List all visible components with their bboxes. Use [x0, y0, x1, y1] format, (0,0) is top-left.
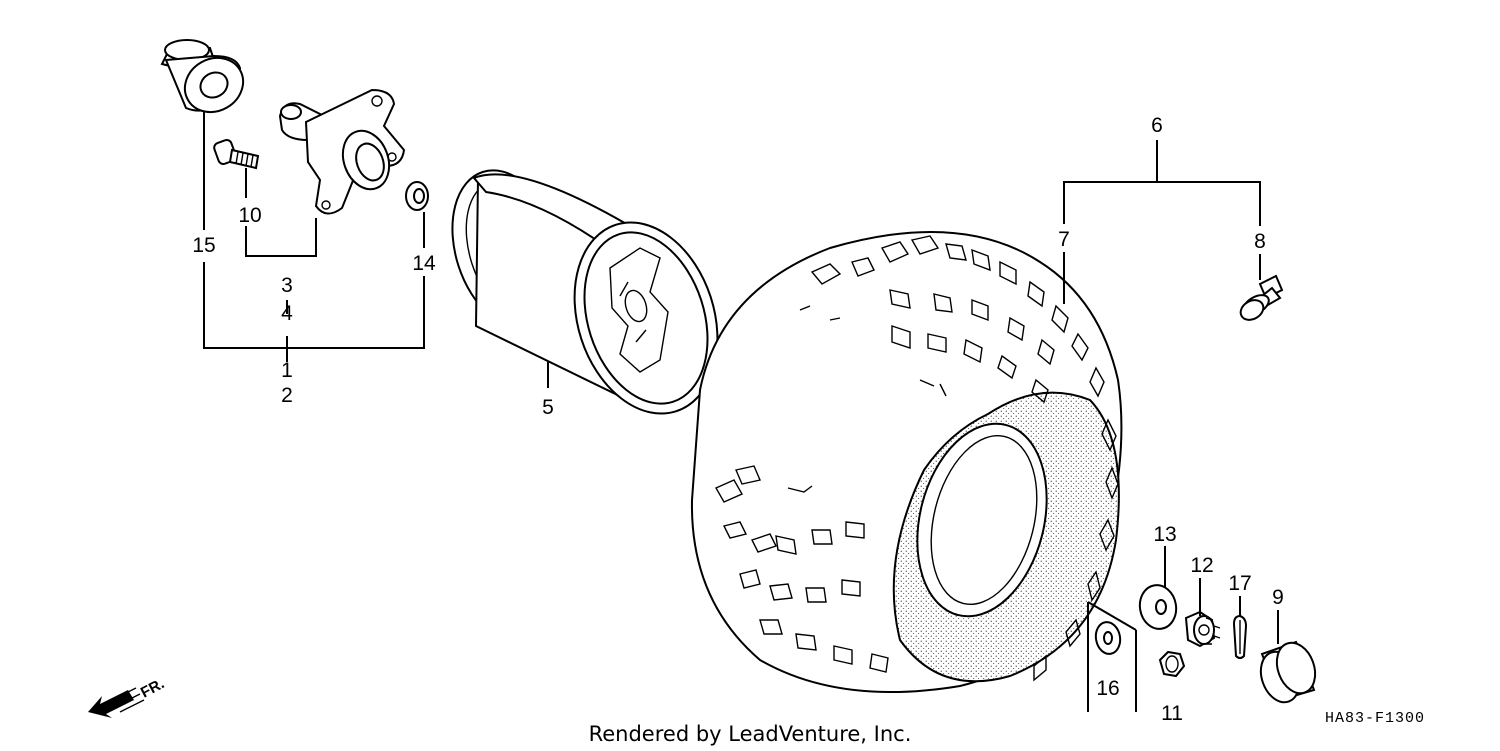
callout-8: 8 — [1254, 230, 1266, 253]
front-direction-arrow: FR. — [88, 675, 167, 718]
callout-12: 12 — [1190, 554, 1213, 577]
wheel-hub-part-3[interactable] — [278, 88, 406, 215]
callout-9: 9 — [1272, 586, 1284, 609]
callout-11: 11 — [1161, 702, 1183, 725]
credit-text: Rendered by LeadVenture, Inc. — [589, 722, 912, 746]
valve-stem-part-8[interactable] — [1237, 274, 1284, 324]
fr-direction-label: FR. — [138, 675, 167, 701]
oil-seal-part-14[interactable] — [405, 181, 429, 211]
callout-1: 1 — [281, 359, 293, 382]
tire-part-7[interactable] — [690, 231, 1123, 693]
callout-13: 13 — [1153, 523, 1176, 546]
washer-part-13[interactable] — [1136, 582, 1179, 632]
callout-6: 6 — [1151, 114, 1163, 137]
callout-10: 10 — [238, 204, 261, 227]
cotter-pin-part-17[interactable] — [1232, 614, 1248, 659]
callout-2: 2 — [281, 384, 293, 407]
callout-17: 17 — [1228, 572, 1251, 595]
washer-part-16[interactable] — [1087, 601, 1137, 712]
callout-labels: 15 10 3 4 1 2 14 5 6 7 8 13 12 17 9 16 1… — [192, 114, 1284, 725]
callout-4: 4 — [281, 302, 293, 325]
callout-3: 3 — [281, 274, 293, 297]
leader-lines — [203, 112, 1279, 644]
callout-7: 7 — [1058, 228, 1070, 251]
callout-16: 16 — [1096, 677, 1119, 700]
callout-5: 5 — [542, 396, 554, 419]
diagram-code: HA83-F1300 — [1325, 710, 1425, 727]
hub-cap-part-9[interactable] — [1254, 637, 1322, 707]
callout-15: 15 — [192, 234, 215, 257]
wheel-rim-part-5[interactable] — [433, 156, 741, 432]
stud-bolt-part-10[interactable] — [213, 138, 260, 170]
nut-part-11[interactable] — [1158, 650, 1186, 678]
callout-14: 14 — [412, 252, 436, 275]
collar-part-15[interactable] — [160, 39, 253, 123]
castle-nut-part-12[interactable] — [1184, 610, 1221, 648]
